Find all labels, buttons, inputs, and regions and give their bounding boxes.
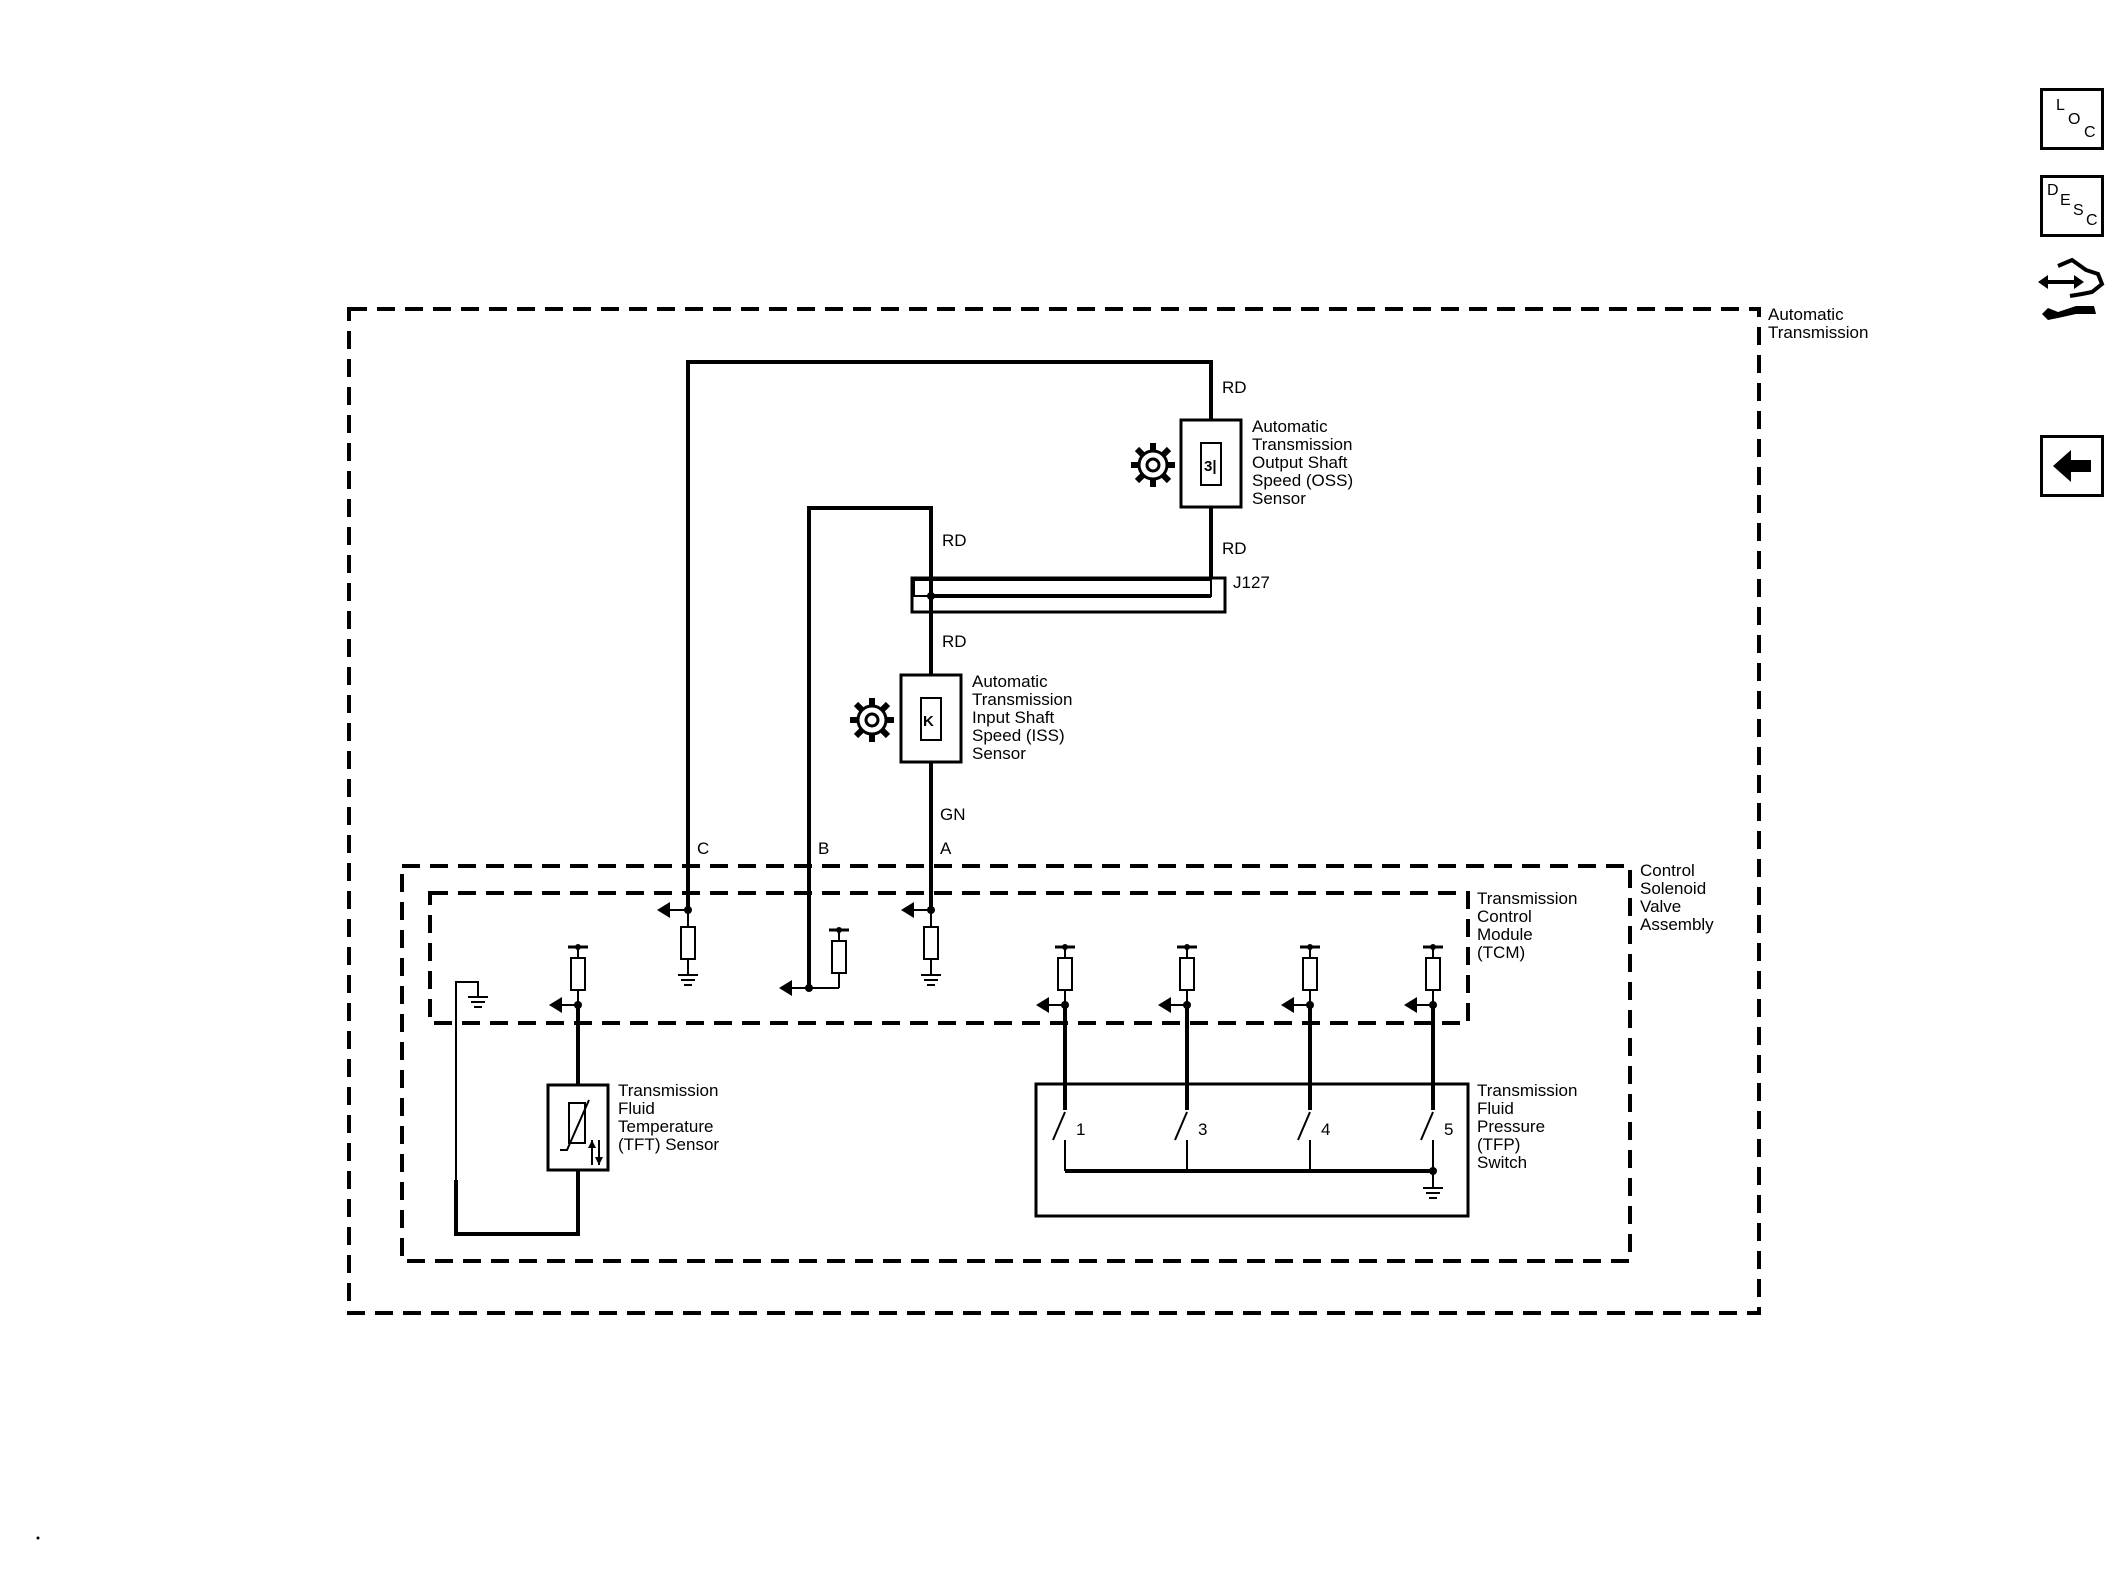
loc-letter-l: L (2056, 97, 2065, 114)
tfp-switch-label: Pressure (1477, 1117, 1545, 1136)
iss-sensor-label: Automatic (972, 672, 1048, 691)
tfp-switch (1034, 1082, 1470, 1218)
tft-thermistor (568, 1102, 586, 1144)
tcm-label: Control (1477, 907, 1532, 926)
tfp-switch-label: Transmission (1477, 1081, 1577, 1100)
tcm-label: Module (1477, 925, 1533, 944)
tft-sensor-label: Transmission (618, 1081, 718, 1100)
loc-letter-o: O (2068, 111, 2081, 128)
splice-j127-inner (913, 579, 1212, 597)
tfp-switch-contacts (1052, 1111, 1444, 1199)
tfp-switch-number: 5 (1444, 1120, 1453, 1139)
tcm-label: Transmission (1477, 889, 1577, 908)
back-button[interactable] (2040, 435, 2104, 497)
tcm-input-a (901, 902, 942, 986)
wire-color-label: RD (942, 632, 967, 651)
oss-sensor-label: Transmission (1252, 435, 1352, 454)
wire-tft-return (454, 1170, 580, 1236)
tft-sensor-label: Temperature (618, 1117, 713, 1136)
location-button[interactable]: L O C (2040, 88, 2104, 150)
oss-sensor-glyph: 3| (1204, 458, 1217, 475)
iss-sensor-label: Speed (ISS) (972, 726, 1065, 745)
control-solenoid-label: Control (1640, 861, 1695, 880)
tfp-switch-label: Switch (1477, 1153, 1527, 1172)
pin-label-b: B (818, 839, 829, 858)
automatic-transmission-label: Automatic (1768, 305, 1844, 324)
control-solenoid-boundary (400, 864, 1632, 1263)
tfp-switch-number: 4 (1321, 1120, 1330, 1139)
tcm-input-b (779, 925, 851, 996)
iss-sensor-element (920, 697, 942, 741)
iss-gear-icon (850, 698, 894, 742)
wire-color-label: RD (942, 531, 967, 550)
oss-sensor-element (1200, 442, 1222, 486)
oss-sensor-label: Sensor (1252, 489, 1306, 508)
loc-letter-c: C (2084, 124, 2096, 141)
desc-letter-c: C (2086, 212, 2098, 229)
tft-sensor-label: (TFT) Sensor (618, 1135, 719, 1154)
tcm-input-tfp-4 (1281, 942, 1322, 1013)
tfp-switch-number: 1 (1076, 1120, 1085, 1139)
iss-sensor-label: Input Shaft (972, 708, 1055, 727)
desc-letter-s: S (2073, 202, 2084, 219)
tcm-input-tfp-3 (1158, 942, 1199, 1013)
automatic-transmission-boundary (347, 307, 1761, 1315)
corner-dot (36, 1536, 40, 1540)
tft-sensor-label: Fluid (618, 1099, 655, 1118)
oss-sensor-label: Speed (OSS) (1252, 471, 1353, 490)
desc-letter-e: E (2060, 192, 2071, 209)
control-solenoid-label: Assembly (1640, 915, 1714, 934)
iss-sensor (899, 673, 963, 764)
iss-sensor-label: Sensor (972, 744, 1026, 763)
tcm-input-c (657, 902, 699, 986)
iss-sensor-glyph: K (923, 713, 934, 730)
wire-color-label: RD (1222, 378, 1247, 397)
connector-hand-wrench-icon-graphic (2038, 257, 2105, 320)
tcm-boundary (428, 891, 1470, 1025)
tcm-input-tfp-5 (1404, 942, 1445, 1013)
tfp-switch-label: (TFP) (1477, 1135, 1520, 1154)
tcm-ground (455, 981, 489, 1234)
tfp-switch-label: Fluid (1477, 1099, 1514, 1118)
tfp-switch-number: 3 (1198, 1120, 1207, 1139)
automatic-transmission-label: Transmission (1768, 323, 1868, 342)
wire-b-rd (807, 506, 933, 988)
description-button[interactable]: D E S C (2040, 175, 2104, 237)
desc-letter-d: D (2047, 182, 2059, 199)
wire-color-label: GN (940, 805, 966, 824)
splice-j127-label: J127 (1233, 573, 1270, 592)
control-solenoid-label: Solenoid (1640, 879, 1706, 898)
control-solenoid-label: Valve (1640, 897, 1681, 916)
arrow-left-icon (2053, 450, 2091, 482)
tcm-label: (TCM) (1477, 943, 1525, 962)
oss-sensor-label: Output Shaft (1252, 453, 1348, 472)
tcm-input-tft (549, 942, 590, 1013)
oss-sensor-label: Automatic (1252, 417, 1328, 436)
pin-label-a: A (940, 839, 952, 858)
wire-color-label: RD (1222, 539, 1247, 558)
iss-sensor-label: Transmission (972, 690, 1072, 709)
pin-label-c: C (697, 839, 709, 858)
wire-c-rd (686, 360, 1213, 908)
oss-gear-icon (1131, 443, 1175, 487)
connector-hand-wrench-icon[interactable] (2036, 256, 2108, 336)
tcm-input-tfp-1 (1036, 942, 1077, 1013)
